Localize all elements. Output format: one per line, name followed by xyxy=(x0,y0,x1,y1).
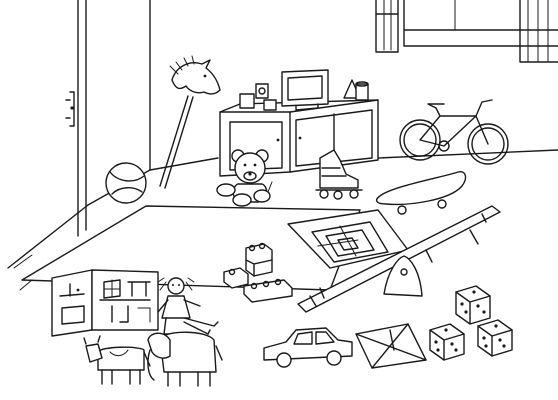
toy-elephant xyxy=(147,331,223,387)
toy-cow xyxy=(83,335,151,385)
building-bricks xyxy=(223,242,293,303)
tangram-puzzle xyxy=(355,323,427,369)
bicycle xyxy=(399,99,509,165)
toy-car xyxy=(263,327,353,368)
hobby-horse xyxy=(159,55,221,189)
ball xyxy=(105,162,147,204)
teddy-bear xyxy=(216,149,273,207)
window-with-curtain xyxy=(375,0,558,63)
door xyxy=(65,0,87,237)
computer-monitor xyxy=(281,69,329,111)
seesaw xyxy=(297,205,501,313)
toy-blocks-on-cabinet xyxy=(239,79,369,111)
skateboard xyxy=(375,171,467,215)
dice xyxy=(429,285,513,361)
dollhouse xyxy=(51,269,159,337)
roller-skate xyxy=(315,149,363,200)
doll xyxy=(157,277,219,335)
